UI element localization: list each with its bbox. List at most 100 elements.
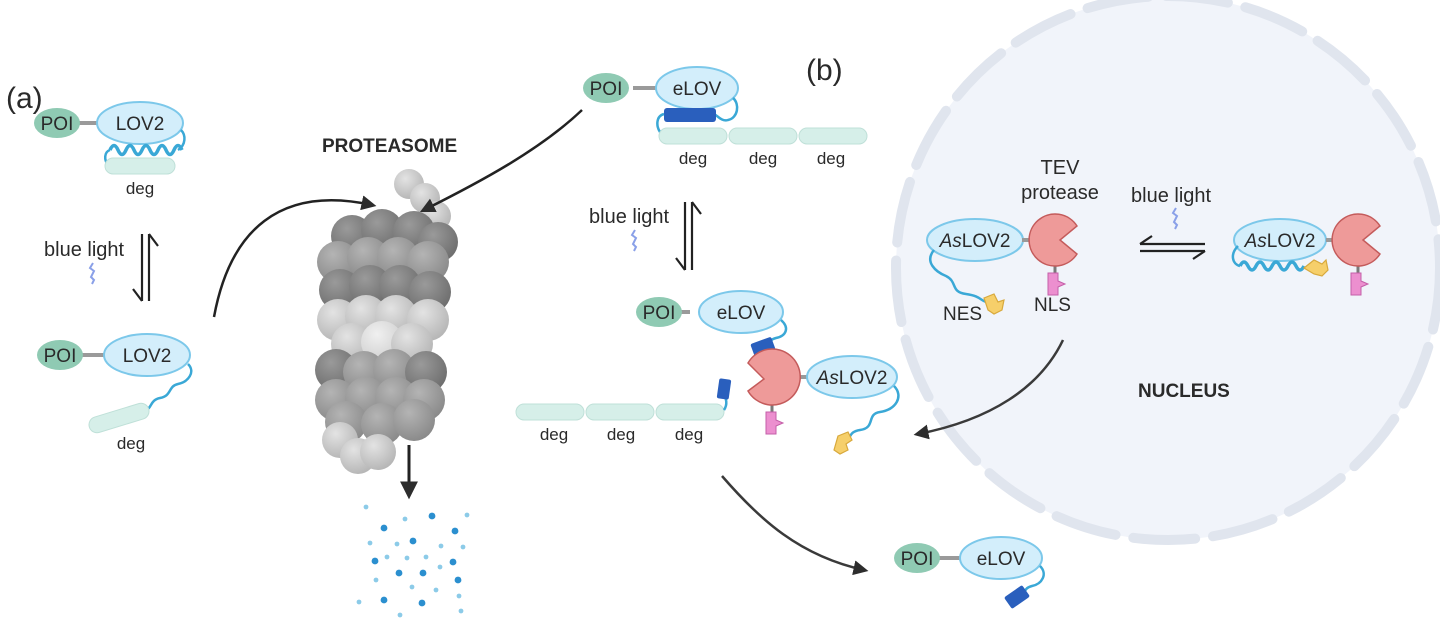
deg-label: deg [817, 149, 845, 168]
nes-tag [983, 293, 1005, 315]
aslov2-label: AsLOV2 [816, 368, 888, 389]
lov2-label: LOV2 [123, 346, 172, 367]
reverse-arrow-icon [1139, 235, 1153, 245]
cleavage-complex: POI eLOV deg deg deg AsLOV2 [515, 290, 900, 455]
poi-label: POI [41, 114, 74, 135]
peptide-dot [423, 554, 429, 560]
peptide-dot [460, 544, 466, 550]
equilibrium-a: blue light [44, 233, 159, 302]
aslov2-tev-dark: AsLOV2 NES NLS [926, 213, 1078, 325]
reverse-arrow-icon [675, 257, 686, 271]
peptide-dot [380, 596, 388, 604]
peptide-dot [438, 543, 444, 549]
deg-tag [104, 157, 176, 175]
tev-label-line2: protease [1021, 182, 1099, 204]
aslov2-tev-lit: AsLOV2 [1231, 213, 1381, 296]
poi-domain [636, 297, 682, 327]
nls-tag [1047, 272, 1067, 296]
nucleus-body [896, 0, 1440, 540]
deg-label: deg [749, 149, 777, 168]
peptide-dot [464, 512, 470, 518]
peptide-dot [371, 557, 379, 565]
forward-arrow-icon [148, 233, 159, 247]
deg-tag [585, 403, 655, 421]
peptide-dot [409, 537, 417, 545]
tev-protease-icon [1028, 213, 1078, 267]
nes-tag [1302, 258, 1329, 277]
peptide-dot [449, 558, 457, 566]
equilibrium-b: blue light [589, 201, 702, 271]
panel-label-a: (a) [6, 82, 43, 115]
equilibrium-nucleus: blue light [1131, 185, 1212, 260]
light-bolt-icon [1171, 207, 1179, 230]
light-bolt-icon [630, 229, 638, 252]
lov2-label: LOV2 [116, 114, 165, 135]
proteasome-label: PROTEASOME [322, 136, 457, 157]
arrow-to-proteasome-b [419, 109, 583, 213]
poi-label: POI [901, 549, 934, 570]
blue-light-label: blue light [44, 239, 125, 261]
tev-protease-icon [1331, 213, 1381, 267]
blue-light-label: blue light [589, 206, 670, 228]
nls-tag [1350, 272, 1370, 296]
deg-tag [655, 403, 725, 421]
nls-label: NLS [1034, 295, 1071, 316]
tev-protease-icon [747, 348, 801, 406]
poi-domain [37, 340, 83, 370]
elov-label: eLOV [977, 549, 1026, 570]
peptide-dot [409, 584, 415, 590]
deg-label: deg [540, 425, 568, 444]
reverse-arrow-icon [132, 288, 143, 302]
nuclear-envelope [891, 0, 1440, 545]
jα-helix [108, 143, 184, 157]
peptide-dot [428, 512, 436, 520]
deg-label: deg [675, 425, 703, 444]
aslov2-label: AsLOV2 [939, 231, 1011, 252]
forward-arrow-icon [1192, 250, 1206, 260]
deg-tag [88, 402, 150, 434]
deg-tag [798, 127, 868, 145]
aslov2-label: AsLOV2 [1244, 231, 1316, 252]
poi-elov-released: POI eLOV [894, 536, 1045, 609]
tev-label-line1: TEV [1041, 157, 1081, 179]
poi-label: POI [643, 303, 676, 324]
release-arrow [721, 475, 869, 576]
poi-label: POI [44, 346, 77, 367]
lov2-domain [96, 101, 184, 145]
peptide-dot [456, 593, 462, 599]
peptide-dot [402, 516, 408, 522]
peptide-dot [397, 612, 403, 618]
nucleus-label: NUCLEUS [1138, 381, 1230, 402]
elov-domain [698, 290, 784, 334]
peptide-dot [433, 587, 439, 593]
peptide-dot [367, 540, 373, 546]
poi-domain [583, 73, 629, 103]
blocker-peptide [664, 108, 716, 122]
nls-tag [765, 411, 785, 435]
peptide-dot [373, 577, 379, 583]
peptide-dot [395, 569, 403, 577]
peptide-dot [363, 504, 369, 510]
poi-lov2-exposed: POI LOV2 deg [37, 333, 193, 453]
elov-label: eLOV [717, 303, 766, 324]
elov-domain [959, 536, 1043, 580]
deg-tag [728, 127, 798, 145]
nes-label: NES [943, 304, 982, 325]
poi-label: POI [590, 79, 623, 100]
peptide-dot [356, 599, 362, 605]
blocker-peptide [716, 378, 732, 400]
elov-label: eLOV [673, 79, 722, 100]
nes-tag [833, 431, 853, 455]
deg-label: deg [117, 434, 145, 453]
deg-label: deg [607, 425, 635, 444]
blocker-peptide [1004, 585, 1030, 609]
peptide-dot [418, 599, 426, 607]
poi-elov-caged: POI eLOV deg deg deg [583, 66, 868, 168]
poi-lov2-caged: POI LOV2 deg [34, 101, 186, 198]
peptide-dot [454, 576, 462, 584]
light-bolt-icon [88, 262, 96, 285]
poi-domain [34, 108, 80, 138]
deg-tag [515, 403, 585, 421]
peptide-dot [419, 569, 427, 577]
